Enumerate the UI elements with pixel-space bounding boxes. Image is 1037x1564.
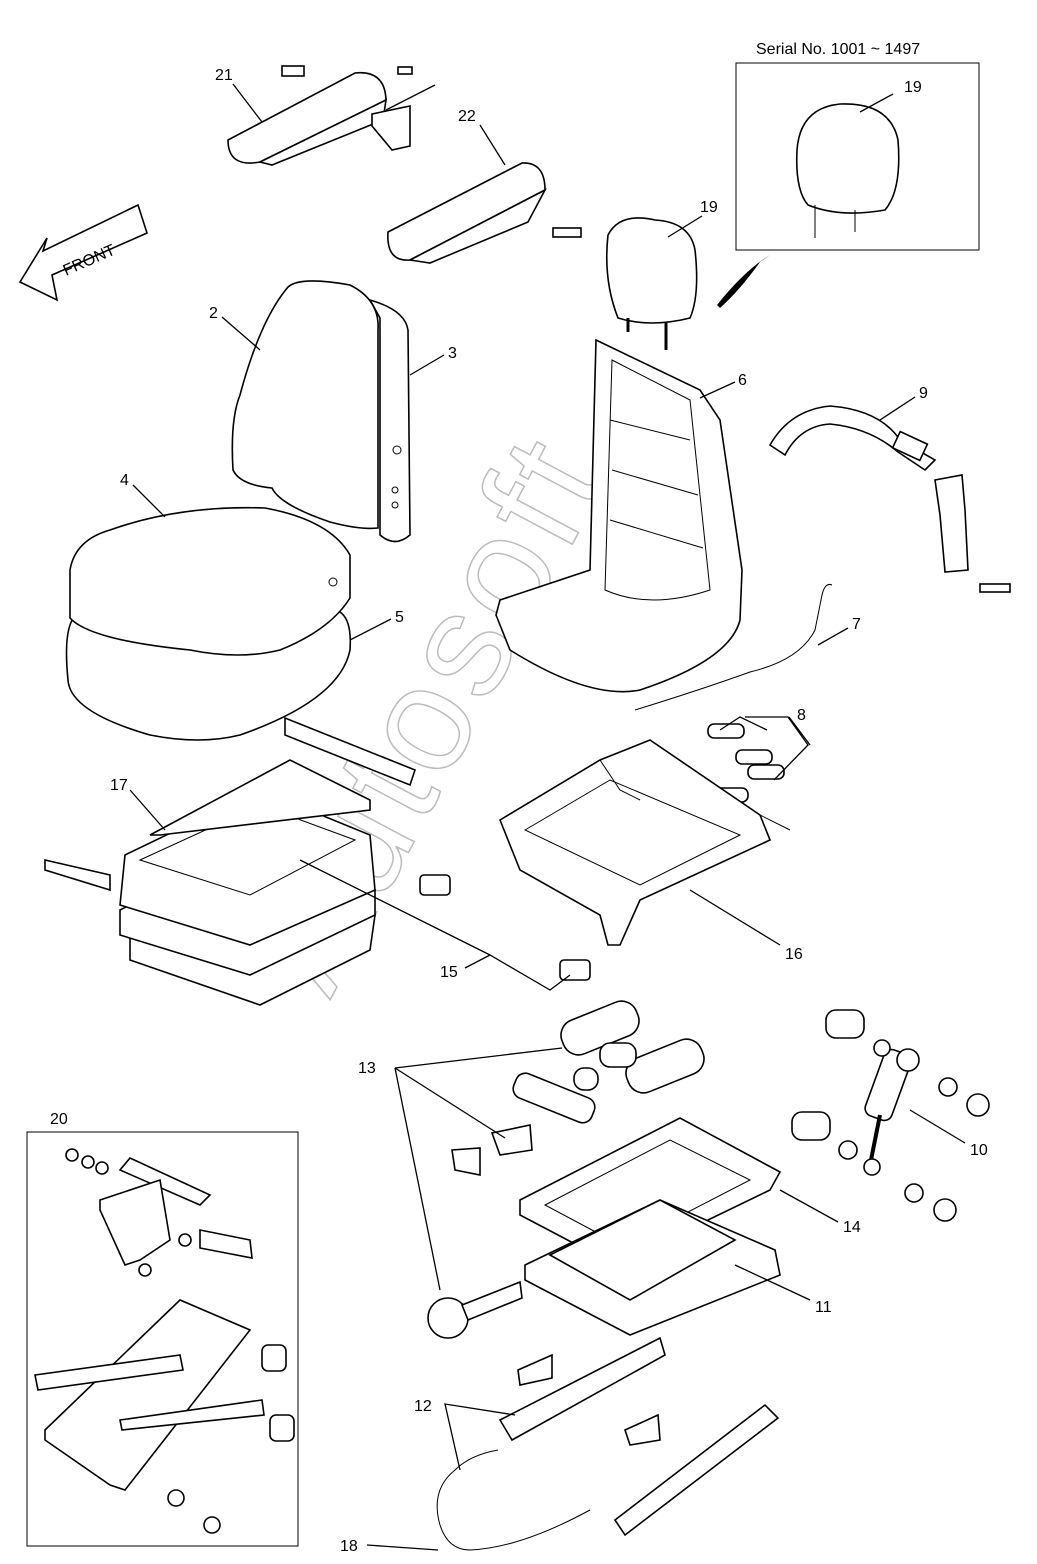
cap — [559, 959, 591, 981]
callout-21: 21 — [215, 67, 233, 84]
inset-20 — [26, 1131, 299, 1547]
callout-22: 22 — [458, 108, 476, 125]
cushion-base — [44, 716, 416, 1006]
shock-absorber — [791, 1009, 990, 1222]
seat-cushion — [65, 506, 352, 741]
suspension-springs — [451, 1000, 705, 1176]
backrest — [231, 280, 411, 543]
slide-frame — [499, 739, 791, 946]
callout-8: 8 — [797, 707, 806, 724]
callout-18: 18 — [340, 1538, 358, 1555]
callout-labels: 21 22 19 19 2 3 6 9 4 5 7 8 17 16 15 13 … — [50, 67, 988, 1555]
height-knob — [427, 1280, 523, 1339]
lever-cable — [634, 584, 833, 711]
leader-lines — [129, 83, 966, 1551]
callout-17: 17 — [110, 777, 128, 794]
callout-6: 6 — [738, 372, 747, 389]
serial-inset: Serial No. 1001 ~ 1497 — [735, 41, 980, 251]
callout-7: 7 — [852, 616, 861, 633]
callout-3: 3 — [448, 345, 457, 362]
callout-9: 9 — [919, 385, 928, 402]
armrest-left — [227, 65, 413, 166]
headrest — [606, 217, 698, 350]
armrest-right — [387, 162, 582, 264]
seat-frame — [495, 338, 743, 693]
callout-19-inset: 19 — [904, 79, 922, 96]
callout-19: 19 — [700, 199, 718, 216]
serial-note: Serial No. 1001 ~ 1497 — [756, 41, 920, 58]
callout-15: 15 — [440, 964, 458, 981]
callout-16: 16 — [785, 946, 803, 963]
callout-14: 14 — [843, 1219, 861, 1236]
callout-20: 20 — [50, 1111, 68, 1128]
suspension-unit — [519, 1117, 782, 1336]
release-bar — [436, 1449, 591, 1551]
front-arrow: FRONT — [18, 203, 148, 302]
callout-4: 4 — [120, 472, 129, 489]
seat-rails — [498, 1336, 780, 1537]
callout-12: 12 — [414, 1398, 432, 1415]
callout-10: 10 — [970, 1142, 988, 1159]
callout-2: 2 — [209, 305, 218, 322]
callout-5: 5 — [395, 609, 404, 626]
callout-13: 13 — [358, 1060, 376, 1077]
seat-belt — [768, 405, 1011, 593]
callout-11: 11 — [815, 1299, 832, 1316]
cap — [419, 874, 451, 896]
